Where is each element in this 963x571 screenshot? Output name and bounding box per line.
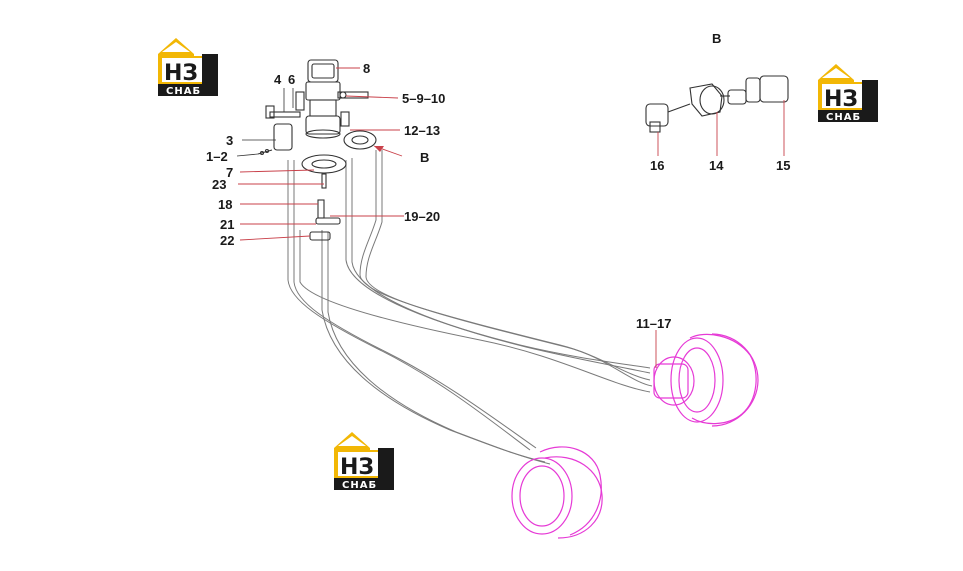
logo-text-bottom: СНАБ bbox=[826, 112, 861, 123]
logo-text-bottom: СНАБ bbox=[166, 86, 201, 97]
hoses bbox=[287, 150, 653, 465]
callouts: 8 4 6 5–9–10 3 1–2 12–13 B 7 23 18 19–20… bbox=[206, 31, 790, 331]
leaders bbox=[236, 67, 785, 368]
swivel-joint bbox=[257, 59, 377, 241]
callout-21: 21 bbox=[220, 217, 234, 232]
logo-text-top: НЗ bbox=[824, 87, 858, 112]
logo-top-right: НЗ СНАБ bbox=[818, 64, 878, 123]
callout-22: 22 bbox=[220, 233, 234, 248]
callout-1-2: 1–2 bbox=[206, 149, 228, 164]
callout-b: B bbox=[420, 150, 429, 165]
logo-text-top: НЗ bbox=[340, 455, 374, 480]
callout-8: 8 bbox=[363, 61, 370, 76]
callout-3: 3 bbox=[226, 133, 233, 148]
callout-7: 7 bbox=[226, 165, 233, 180]
travel-motor-right bbox=[653, 333, 759, 427]
logo-text-top: НЗ bbox=[164, 61, 198, 86]
callout-19-20: 19–20 bbox=[404, 209, 440, 224]
callout-6: 6 bbox=[288, 72, 295, 87]
callout-12-13: 12–13 bbox=[404, 123, 440, 138]
callout-5-9-10: 5–9–10 bbox=[402, 91, 445, 106]
callout-14: 14 bbox=[709, 158, 724, 173]
callout-16: 16 bbox=[650, 158, 664, 173]
logo-top-left: НЗ СНАБ bbox=[158, 38, 218, 97]
callout-4: 4 bbox=[274, 72, 282, 87]
travel-motor-left bbox=[511, 446, 603, 539]
callout-11-17: 11–17 bbox=[636, 316, 671, 331]
detail-b-parts bbox=[645, 75, 789, 133]
callout-detail-b: B bbox=[712, 31, 721, 46]
callout-23: 23 bbox=[212, 177, 226, 192]
logo-text-bottom: СНАБ bbox=[342, 480, 377, 491]
callout-18: 18 bbox=[218, 197, 232, 212]
callout-15: 15 bbox=[776, 158, 790, 173]
logo-bottom-center: НЗ СНАБ bbox=[334, 432, 394, 491]
